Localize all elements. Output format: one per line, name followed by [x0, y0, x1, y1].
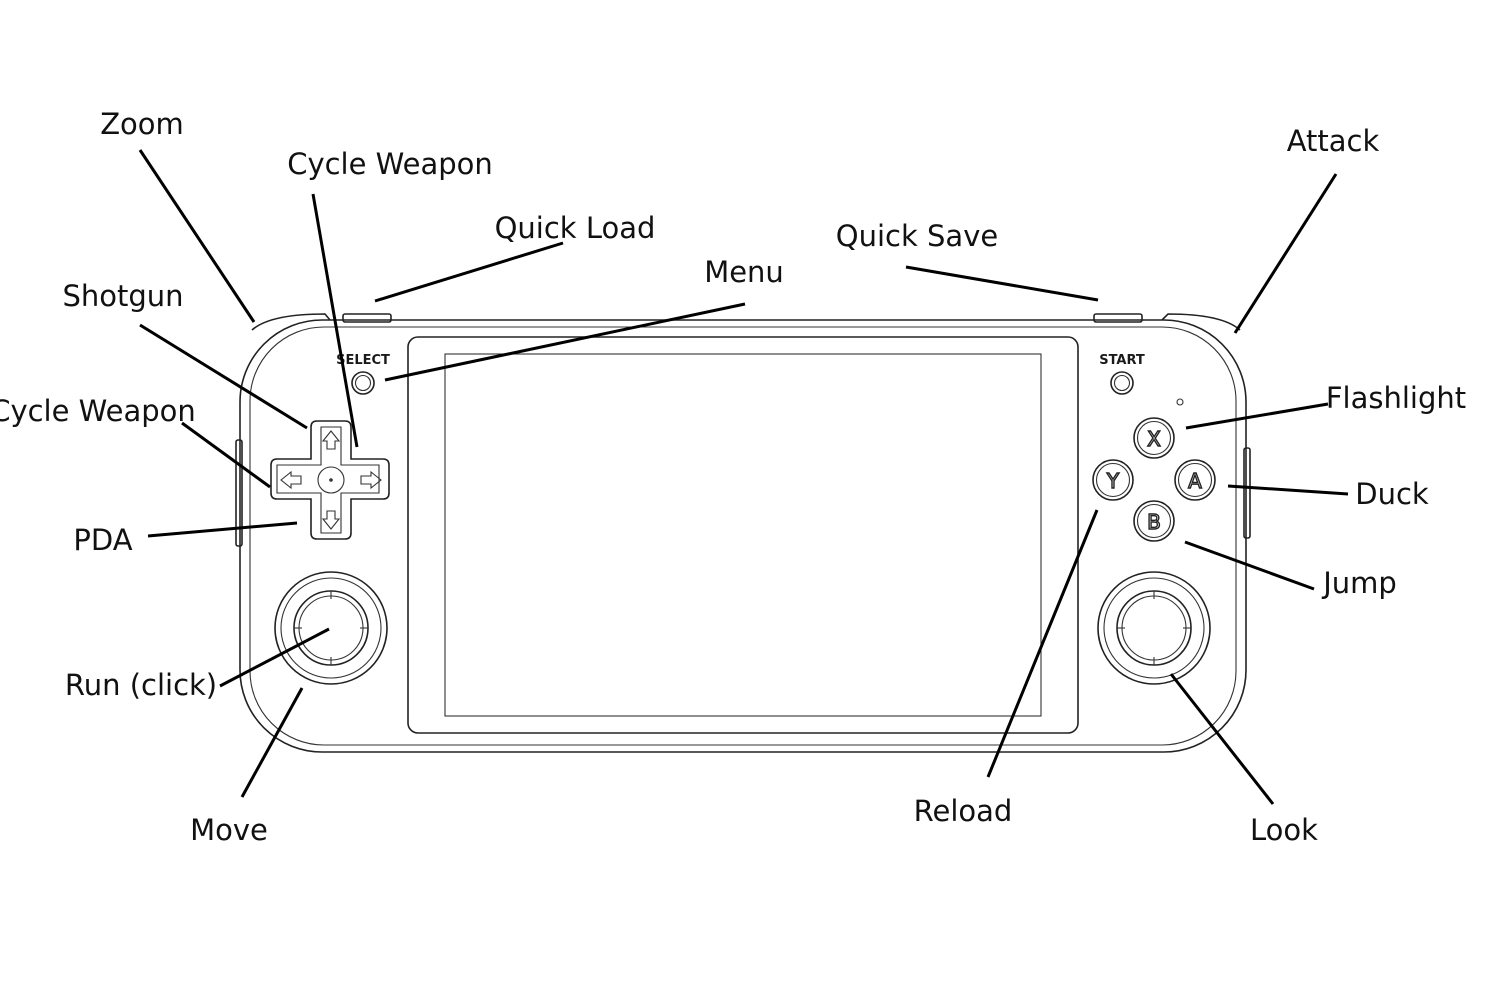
label-pda: PDA: [73, 523, 132, 557]
leader-run: [219, 627, 330, 688]
right-analog-stick: [1097, 571, 1211, 685]
y-button: Y: [1092, 459, 1134, 501]
leader-cycle-weapon-left: [181, 421, 271, 489]
status-led: [1176, 398, 1184, 406]
left-side-rail: [235, 439, 243, 547]
left-top-button: [342, 313, 392, 323]
left-analog-stick: [274, 571, 388, 685]
label-look: Look: [1250, 813, 1318, 847]
arrow-right-icon: [360, 470, 382, 490]
leader-duck: [1227, 484, 1349, 496]
label-jump: Jump: [1321, 566, 1397, 600]
leader-shotgun: [139, 323, 308, 430]
arrow-left-icon: [280, 470, 302, 490]
leader-zoom: [138, 149, 256, 323]
callout-labels: Zoom Cycle Weapon Quick Load Menu Quick …: [0, 107, 1466, 847]
x-button: X: [1133, 417, 1175, 459]
face-buttons: X Y A B: [1092, 417, 1216, 542]
leader-move: [240, 687, 304, 798]
console-inner-edge: [249, 326, 1237, 746]
leader-quick-load: [374, 241, 564, 303]
label-attack: Attack: [1287, 124, 1380, 158]
label-shotgun: Shotgun: [62, 279, 183, 313]
right-top-button: [1093, 313, 1143, 323]
leader-lines: [138, 149, 1349, 805]
leader-pda: [147, 521, 298, 538]
d-pad: [270, 420, 390, 540]
leader-quick-save: [905, 265, 1099, 302]
b-button: B: [1133, 500, 1175, 542]
label-menu: Menu: [704, 255, 784, 289]
leader-menu: [384, 302, 746, 382]
svg-text:Y: Y: [1106, 469, 1120, 493]
leader-flashlight: [1185, 402, 1329, 430]
select-button: SELECT: [336, 353, 390, 395]
left-shoulder-button: [251, 313, 331, 331]
start-label: START: [1099, 353, 1145, 368]
svg-text:X: X: [1147, 427, 1161, 451]
leader-jump: [1184, 540, 1315, 591]
d-pad-center: [317, 466, 345, 494]
leader-attack: [1233, 173, 1338, 334]
label-cycle-weapon-top: Cycle Weapon: [287, 147, 493, 181]
arrow-down-icon: [321, 510, 341, 530]
leader-reload: [986, 509, 1099, 778]
start-button: START: [1099, 353, 1145, 395]
svg-text:B: B: [1147, 510, 1161, 534]
arrow-up-icon: [321, 430, 341, 450]
label-duck: Duck: [1355, 477, 1429, 511]
leader-cycle-weapon-top: [311, 193, 359, 448]
console-outer-shell: [239, 319, 1247, 753]
a-button: A: [1174, 459, 1216, 501]
label-run-click: Run (click): [65, 668, 217, 702]
label-move: Move: [190, 813, 268, 847]
label-cycle-weapon-left: Cycle Weapon: [0, 394, 196, 428]
screen-bezel: [407, 336, 1079, 734]
right-shoulder-button: [1161, 313, 1241, 331]
label-zoom: Zoom: [100, 107, 184, 141]
svg-text:A: A: [1188, 469, 1202, 493]
label-quick-load: Quick Load: [495, 211, 656, 245]
screen-display: [444, 353, 1042, 717]
label-flashlight: Flashlight: [1326, 381, 1466, 415]
label-quick-save: Quick Save: [836, 219, 998, 253]
right-side-rail: [1243, 447, 1251, 539]
console-body: [235, 313, 1251, 753]
leader-look: [1169, 673, 1275, 805]
select-label: SELECT: [336, 353, 390, 368]
label-reload: Reload: [914, 794, 1013, 828]
